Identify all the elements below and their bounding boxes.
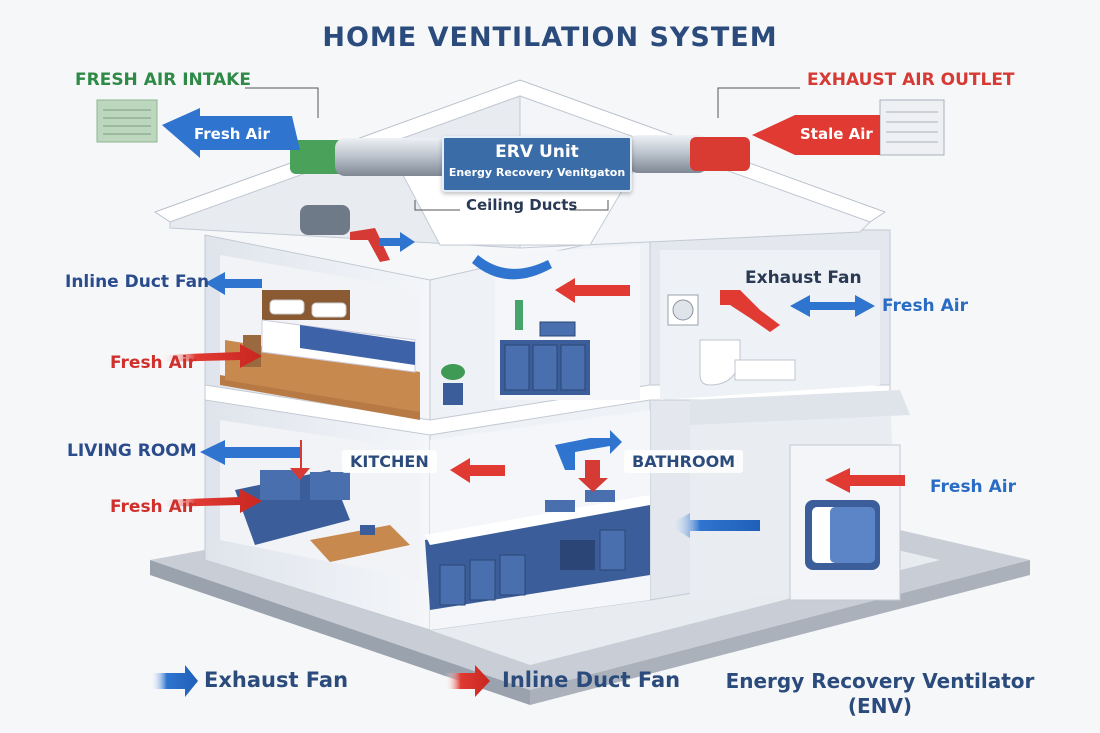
- inline-duct-fan-label: Inline Duct Fan: [65, 272, 210, 292]
- utility-room: [690, 390, 910, 601]
- roof-fresh-air-label: Fresh Air: [194, 125, 270, 143]
- fresh-air-lower-right-label: Fresh Air: [930, 477, 1016, 497]
- stale-air-roof-arrow: [752, 115, 880, 155]
- page-title: HOME VENTILATION SYSTEM: [322, 22, 778, 53]
- erv-unit-subtitle: Energy Recovery Venitgaton: [448, 166, 626, 179]
- fresh-air-intake-label: FRESH AIR INTAKE: [75, 70, 251, 90]
- fresh-air-roof-arrow: [162, 108, 300, 158]
- roof-stale-air-label: Stale Air: [800, 125, 873, 143]
- exhaust-outlet-vent: [879, 99, 945, 156]
- legend-erv-line2: (ENV): [847, 694, 913, 718]
- airflow-arrows: [160, 228, 905, 538]
- living-room-label: LIVING ROOM: [67, 441, 197, 461]
- legend-inline-duct-fan-arrow: [445, 665, 490, 697]
- legend-erv-line1: Energy Recovery Ventilator: [725, 669, 1035, 693]
- fresh-intake-vent: [96, 99, 158, 143]
- bathroom-label: BATHROOM: [624, 450, 744, 473]
- upper-kitchenette: [495, 245, 640, 400]
- kitchen-label: KITCHEN: [342, 450, 437, 473]
- fresh-air-upper-right-label: Fresh Air: [882, 296, 968, 316]
- legend-exhaust-fan-arrow: [150, 665, 198, 697]
- fresh-air-upper-left-label: Fresh Air: [110, 353, 196, 373]
- exhaust-air-outlet-label: EXHAUST AIR OUTLET: [807, 70, 1015, 90]
- legend-inline-duct-fan-label: Inline Duct Fan: [502, 668, 681, 692]
- fresh-air-lower-left-label: Fresh Air: [110, 497, 196, 517]
- erv-unit-title: ERV Unit: [495, 142, 579, 162]
- erv-unit-box: ERV Unit Energy Recovery Venitgaton: [442, 136, 632, 192]
- roof-ducts: [290, 135, 750, 235]
- exhaust-fan-label: Exhaust Fan: [745, 268, 862, 288]
- legend-exhaust-fan-label: Exhaust Fan: [204, 668, 349, 692]
- ceiling-ducts-label: Ceiling Ducts: [466, 196, 578, 214]
- plant: [441, 364, 465, 405]
- bedroom: [220, 255, 420, 420]
